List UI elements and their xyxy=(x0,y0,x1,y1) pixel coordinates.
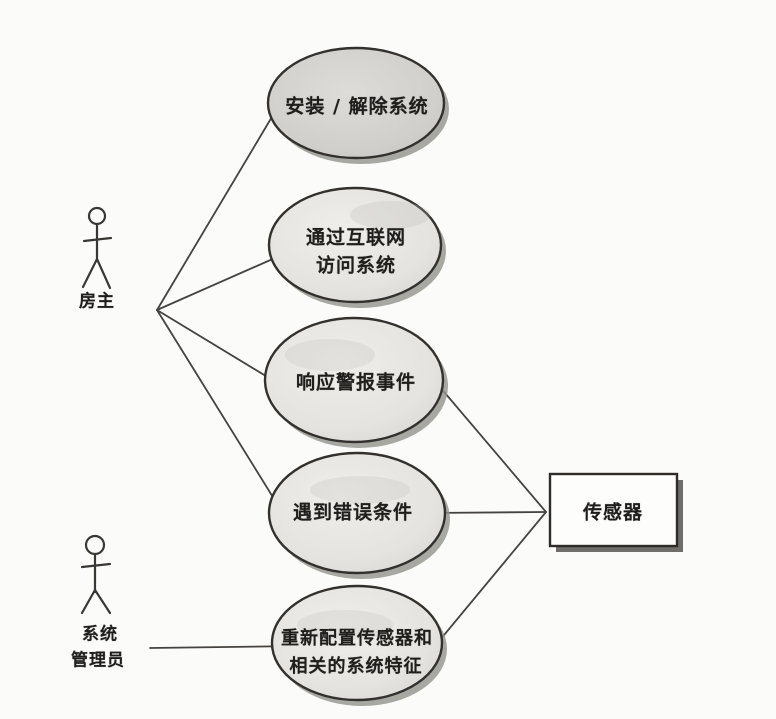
homeowner-head xyxy=(87,206,107,226)
association-lines xyxy=(149,99,547,653)
uc2-ellipse xyxy=(267,186,443,304)
scan-texture xyxy=(350,201,430,229)
association-line-uc3-sensor xyxy=(427,372,547,513)
association-line-uc5-sensor xyxy=(429,511,547,653)
sysadmin-leg-right xyxy=(93,588,112,615)
association-line-homeowner-uc2 xyxy=(156,253,285,311)
sensor-box-rect xyxy=(548,472,679,548)
homeowner-leg-right xyxy=(95,257,112,290)
uc5-ellipse xyxy=(270,584,444,702)
use-case-label-reconfigure-line1: 重新配置传感器和 xyxy=(281,628,433,649)
homeowner-arms xyxy=(82,236,113,243)
sysadmin-actor-icon xyxy=(80,534,112,615)
homeowner-actor-icon xyxy=(81,206,113,290)
sysadmin-leg-left xyxy=(80,588,97,615)
homeowner-leg-left xyxy=(81,257,99,289)
sysadmin-actor-label-line1: 系统 xyxy=(82,624,118,645)
association-line-homeowner-uc1 xyxy=(156,99,283,311)
uc3-ellipse xyxy=(263,316,445,444)
sysadmin-arms xyxy=(80,562,112,569)
scan-texture xyxy=(297,610,393,640)
homeowner-actor-label: 房主 xyxy=(79,291,115,312)
sysadmin-actor-label-line2: 管理员 xyxy=(71,650,125,671)
use-case-label-internet-access-line1: 通过互联网 xyxy=(305,226,407,249)
uc1-ellipse xyxy=(266,46,446,160)
sensor-box-label: 传感器 xyxy=(582,501,644,524)
use-case-shapes xyxy=(263,46,450,706)
association-line-homeowner-uc4 xyxy=(156,309,285,516)
use-case-label-respond-alarm: 响应警报事件 xyxy=(295,371,417,394)
use-case-label-reconfigure-line2: 相关的系统特征 xyxy=(289,656,423,677)
uc4-ellipse xyxy=(267,451,447,575)
sensor-box-shape xyxy=(548,472,683,552)
scan-texture xyxy=(310,476,410,504)
use-case-label-install-disarm: 安装 / 解除系统 xyxy=(285,95,429,118)
use-case-label-internet-access-line2: 访问系统 xyxy=(315,254,397,277)
sysadmin-head xyxy=(84,534,106,556)
use-case-label-error-condition: 遇到错误条件 xyxy=(292,501,414,524)
scan-texture xyxy=(285,339,375,371)
association-line-homeowner-uc3 xyxy=(156,309,285,388)
